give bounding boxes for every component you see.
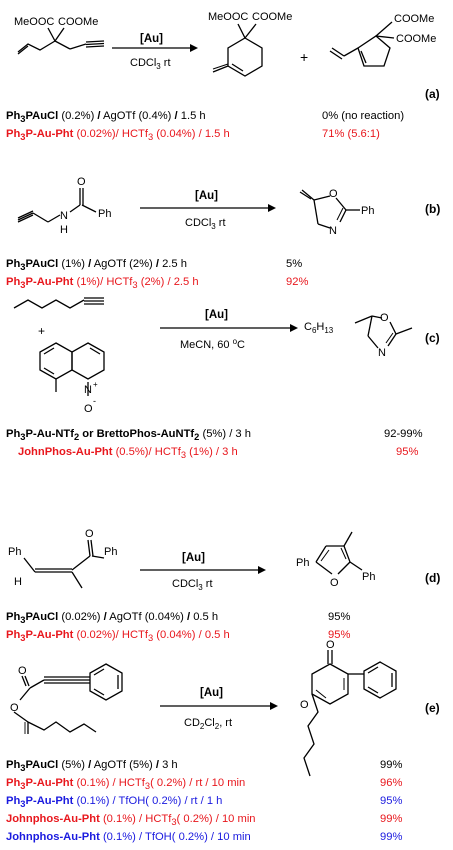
catalyst-label-b: [Au] <box>195 190 218 202</box>
yield-a-2: 71% (5.6:1) <box>322 128 380 140</box>
yield-e-3: 95% <box>380 795 403 807</box>
catalyst-label-d: [Au] <box>182 552 205 564</box>
tag-e: (e) <box>425 701 440 715</box>
solvent-c: MeCN, 60 oC <box>180 337 245 351</box>
c-prod-O: O <box>380 312 389 324</box>
scheme-c-product <box>354 315 413 349</box>
b-Ph: Ph <box>98 208 111 220</box>
c-quin-N: N <box>84 384 92 396</box>
c-quin-minus: - <box>93 396 96 406</box>
b-prod-Ph: Ph <box>361 205 374 217</box>
row-e-5: Johnphos-Au-Pht (0.1%) / TfOH( 0.2%) / 1… <box>6 831 251 843</box>
catalyst-label-c: [Au] <box>205 309 228 321</box>
tag-a: (a) <box>425 87 440 101</box>
yield-c-1: 92-99% <box>384 428 423 440</box>
row-e-2: Ph3P-Au-Pht (0.1%) / HCTf3( 0.2%) / rt /… <box>6 777 246 792</box>
a-sm-ester1: MeOOC <box>14 16 54 28</box>
d-prod-O: O <box>330 577 339 589</box>
scheme-a-product1 <box>212 23 263 77</box>
a-p2-ester1: COOMe <box>394 13 434 25</box>
yield-b-1: 5% <box>286 258 303 270</box>
scheme-a-starting-material <box>17 27 105 55</box>
row-e-3: Ph3P-Au-Pht (0.1%) / TfOH( 0.2%) / rt / … <box>6 795 223 810</box>
scheme-e-product <box>303 650 397 777</box>
yield-e-2: 96% <box>380 777 403 789</box>
yield-b-2: 92% <box>286 276 309 288</box>
tag-d: (d) <box>425 571 440 585</box>
solvent-a: CDCl3 rt <box>130 57 171 71</box>
e-O2: O <box>10 702 19 714</box>
c-quin-O: O <box>84 403 93 415</box>
solvent-b: CDCl3 rt <box>185 217 226 231</box>
d-Ph1: Ph <box>8 546 21 558</box>
c-quin-plus: + <box>93 380 98 389</box>
e-prod-O1: O <box>326 639 335 651</box>
yield-e-4: 99% <box>380 813 403 825</box>
tag-c: (c) <box>425 331 440 345</box>
row-c-1: Ph3P-Au-NTf2 or BrettoPhos-AuNTf2 (5%) /… <box>6 428 251 443</box>
plus-c: + <box>38 324 45 338</box>
scheme-c-alkyne <box>13 297 104 309</box>
e-prod-O2: O <box>300 699 309 711</box>
b-prod-O: O <box>329 188 338 200</box>
row-d-2: Ph3P-Au-Pht (0.02%)/ HCTf3 (0.04%) / 0.5… <box>6 629 230 644</box>
b-H: H <box>60 224 68 236</box>
yield-c-2: 95% <box>396 446 419 458</box>
c-prod-N: N <box>378 347 386 359</box>
a-p2-ester2: COOMe <box>396 33 436 45</box>
row-a-1: Ph3PAuCl (0.2%) / AgOTf (0.4%) / 1.5 h <box>6 110 206 125</box>
scheme-b-product <box>299 189 360 229</box>
solvent-d: CDCl3 rt <box>172 578 213 592</box>
yield-a-1: 0% (no reaction) <box>322 110 405 122</box>
e-O1: O <box>18 665 27 677</box>
scheme-a-product2 <box>329 21 395 67</box>
a-p1-ester2: COOMe <box>252 11 292 23</box>
catalyst-label-e: [Au] <box>200 687 223 699</box>
catalyst-label-a: [Au] <box>140 33 163 45</box>
solvent-e: CD2Cl2, rt <box>184 717 232 731</box>
scheme-b-starting-material <box>17 188 97 223</box>
row-a-2: Ph3P-Au-Pht (0.02%)/ HCTf3 (0.04%) / 1.5… <box>6 128 230 143</box>
scheme-d-product <box>315 531 363 575</box>
row-e-4: Johnphos-Au-Pht (0.1%) / HCTf3( 0.2%) / … <box>6 813 256 828</box>
d-prod-Ph1: Ph <box>296 557 309 569</box>
yield-e-5: 99% <box>380 831 403 843</box>
row-d-1: Ph3PAuCl (0.02%) / AgOTf (0.04%) / 0.5 h <box>6 611 219 626</box>
d-O: O <box>85 528 94 540</box>
yield-d-2: 95% <box>328 629 351 641</box>
b-prod-N: N <box>329 225 337 237</box>
yield-d-1: 95% <box>328 611 351 623</box>
d-Ph2: Ph <box>104 546 117 558</box>
tag-b: (b) <box>425 202 440 216</box>
scheme-c-quinoline-n-oxide <box>39 342 105 396</box>
scheme-d-allenone <box>23 539 105 589</box>
scheme-e-starting-material <box>13 663 123 734</box>
yield-e-1: 99% <box>380 759 403 771</box>
d-H: H <box>14 576 22 588</box>
row-c-2: JohnPhos-Au-Pht (0.5%)/ HCTf3 (1%) / 3 h <box>18 446 238 461</box>
a-sm-ester2: COOMe <box>58 16 98 28</box>
d-prod-Ph2: Ph <box>362 571 375 583</box>
row-b-1: Ph3PAuCl (1%) / AgOTf (2%) / 2.5 h <box>6 258 187 273</box>
plus-a: + <box>300 49 308 65</box>
row-b-2: Ph3P-Au-Pht (1%)/ HCTf3 (2%) / 2.5 h <box>6 276 199 291</box>
b-O: O <box>77 176 86 188</box>
row-e-1: Ph3PAuCl (5%) / AgOTf (5%) / 3 h <box>6 759 178 774</box>
c-prod-C6H13: C6H13 <box>304 321 334 335</box>
b-N: N <box>60 210 68 222</box>
a-p1-ester1: MeOOC <box>208 11 248 23</box>
